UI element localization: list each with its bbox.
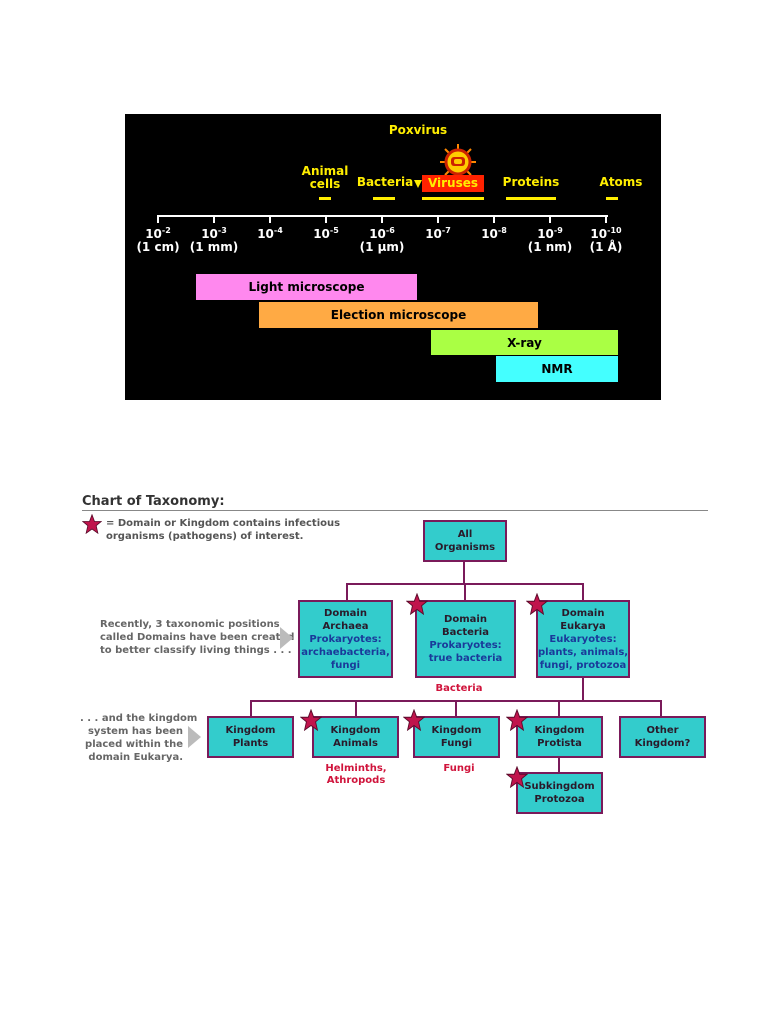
animal-cells-bar (319, 197, 331, 200)
axis-tick (493, 215, 495, 223)
pathogen-star-icon (526, 593, 548, 615)
axis-tick-label: 10-4 (257, 226, 283, 241)
animal-cells-label: Animal cells (301, 164, 349, 191)
taxonomy-title: Chart of Taxonomy: (82, 494, 225, 509)
poxvirus-label: Poxvirus (388, 123, 448, 137)
axis-tick (549, 215, 551, 223)
connector (355, 700, 357, 717)
connector (463, 560, 465, 584)
atoms-bar (606, 197, 618, 200)
subkingdom-protozoa-box: Subkingdom Protozoa (516, 772, 603, 814)
connector (582, 583, 584, 601)
other-kingdom-box: Other Kingdom? (619, 716, 706, 758)
pathogen-star-icon (506, 709, 528, 731)
title-divider (82, 510, 708, 511)
pathogen-star-icon (300, 709, 322, 731)
bacteria-bar (373, 197, 395, 200)
viruses-label: Viruses (422, 175, 484, 192)
axis-tick-label: 10-2(1 cm) (136, 226, 180, 254)
animals-pathogen-label: Helminths, Athropods (325, 763, 387, 786)
axis-tick-label: 10-6(1 µm) (359, 226, 405, 254)
domain-bacteria-box: Domain Bacteria Prokaryotes: true bacter… (415, 600, 516, 678)
proteins-label: Proteins (502, 175, 560, 189)
viruses-bar (422, 197, 484, 200)
axis-tick-label: 10-8 (481, 226, 507, 241)
xray-range: X-ray (431, 330, 618, 355)
axis-tick (213, 215, 215, 223)
axis-tick (605, 215, 607, 223)
connector (250, 700, 252, 717)
nmr-range: NMR (496, 356, 618, 382)
axis-tick-label: 10-7 (425, 226, 451, 241)
all-organisms-box: All Organisms (423, 520, 507, 562)
bacteria-label: Bacteria (356, 175, 414, 189)
legend-text: = Domain or Kingdom contains infectious … (106, 518, 341, 542)
axis-tick-label: 10-10(1 Å) (589, 226, 623, 254)
axis-tick (437, 215, 439, 223)
domain-archaea-box: Domain Archaea Prokaryotes: archaebacter… (298, 600, 393, 678)
domain-eukarya-box: Domain Eukarya Eukaryotes: plants, anima… (536, 600, 630, 678)
domains-arrow (280, 627, 293, 649)
connector (455, 700, 457, 717)
axis-tick-label: 10-3(1 mm) (189, 226, 239, 254)
axis-tick-label: 10-9(1 nm) (527, 226, 573, 254)
kingdom-animals-box: Kingdom Animals (312, 716, 399, 758)
connector (464, 583, 466, 601)
connector (660, 700, 662, 717)
axis-tick-label: 10-5 (313, 226, 339, 241)
light-microscope-range: Light microscope (196, 274, 417, 300)
kingdom-plants-box: Kingdom Plants (207, 716, 294, 758)
domains-note: Recently, 3 taxonomic positions called D… (100, 619, 295, 656)
connector (558, 756, 560, 773)
pathogen-star-icon (406, 593, 428, 615)
size-scale-figure: Poxvirus Animal cells Bacteria Viruses P… (125, 114, 661, 400)
axis-tick (269, 215, 271, 223)
bacteria-pathogen-label: Bacteria (435, 683, 483, 694)
kingdom-note: . . . and the kingdom system has been pl… (80, 713, 198, 763)
kingdom-protista-box: Kingdom Protista (516, 716, 603, 758)
axis-tick (325, 215, 327, 223)
poxvirus-icon (440, 144, 476, 180)
kingdom-fungi-box: Kingdom Fungi (413, 716, 500, 758)
connector (558, 700, 560, 717)
pathogen-star-icon (403, 709, 425, 731)
proteins-bar (506, 197, 556, 200)
axis-tick (381, 215, 383, 223)
connector (346, 583, 348, 601)
pathogen-star-icon (506, 766, 528, 788)
connector (582, 677, 584, 701)
marker-triangle (414, 180, 422, 188)
atoms-label: Atoms (599, 175, 643, 189)
kingdom-arrow (188, 726, 201, 748)
scale-axis (158, 215, 608, 217)
axis-tick (157, 215, 159, 223)
pathogen-star-icon (82, 514, 102, 534)
electron-microscope-range: Election microscope (259, 302, 538, 328)
fungi-pathogen-label: Fungi (443, 763, 475, 774)
